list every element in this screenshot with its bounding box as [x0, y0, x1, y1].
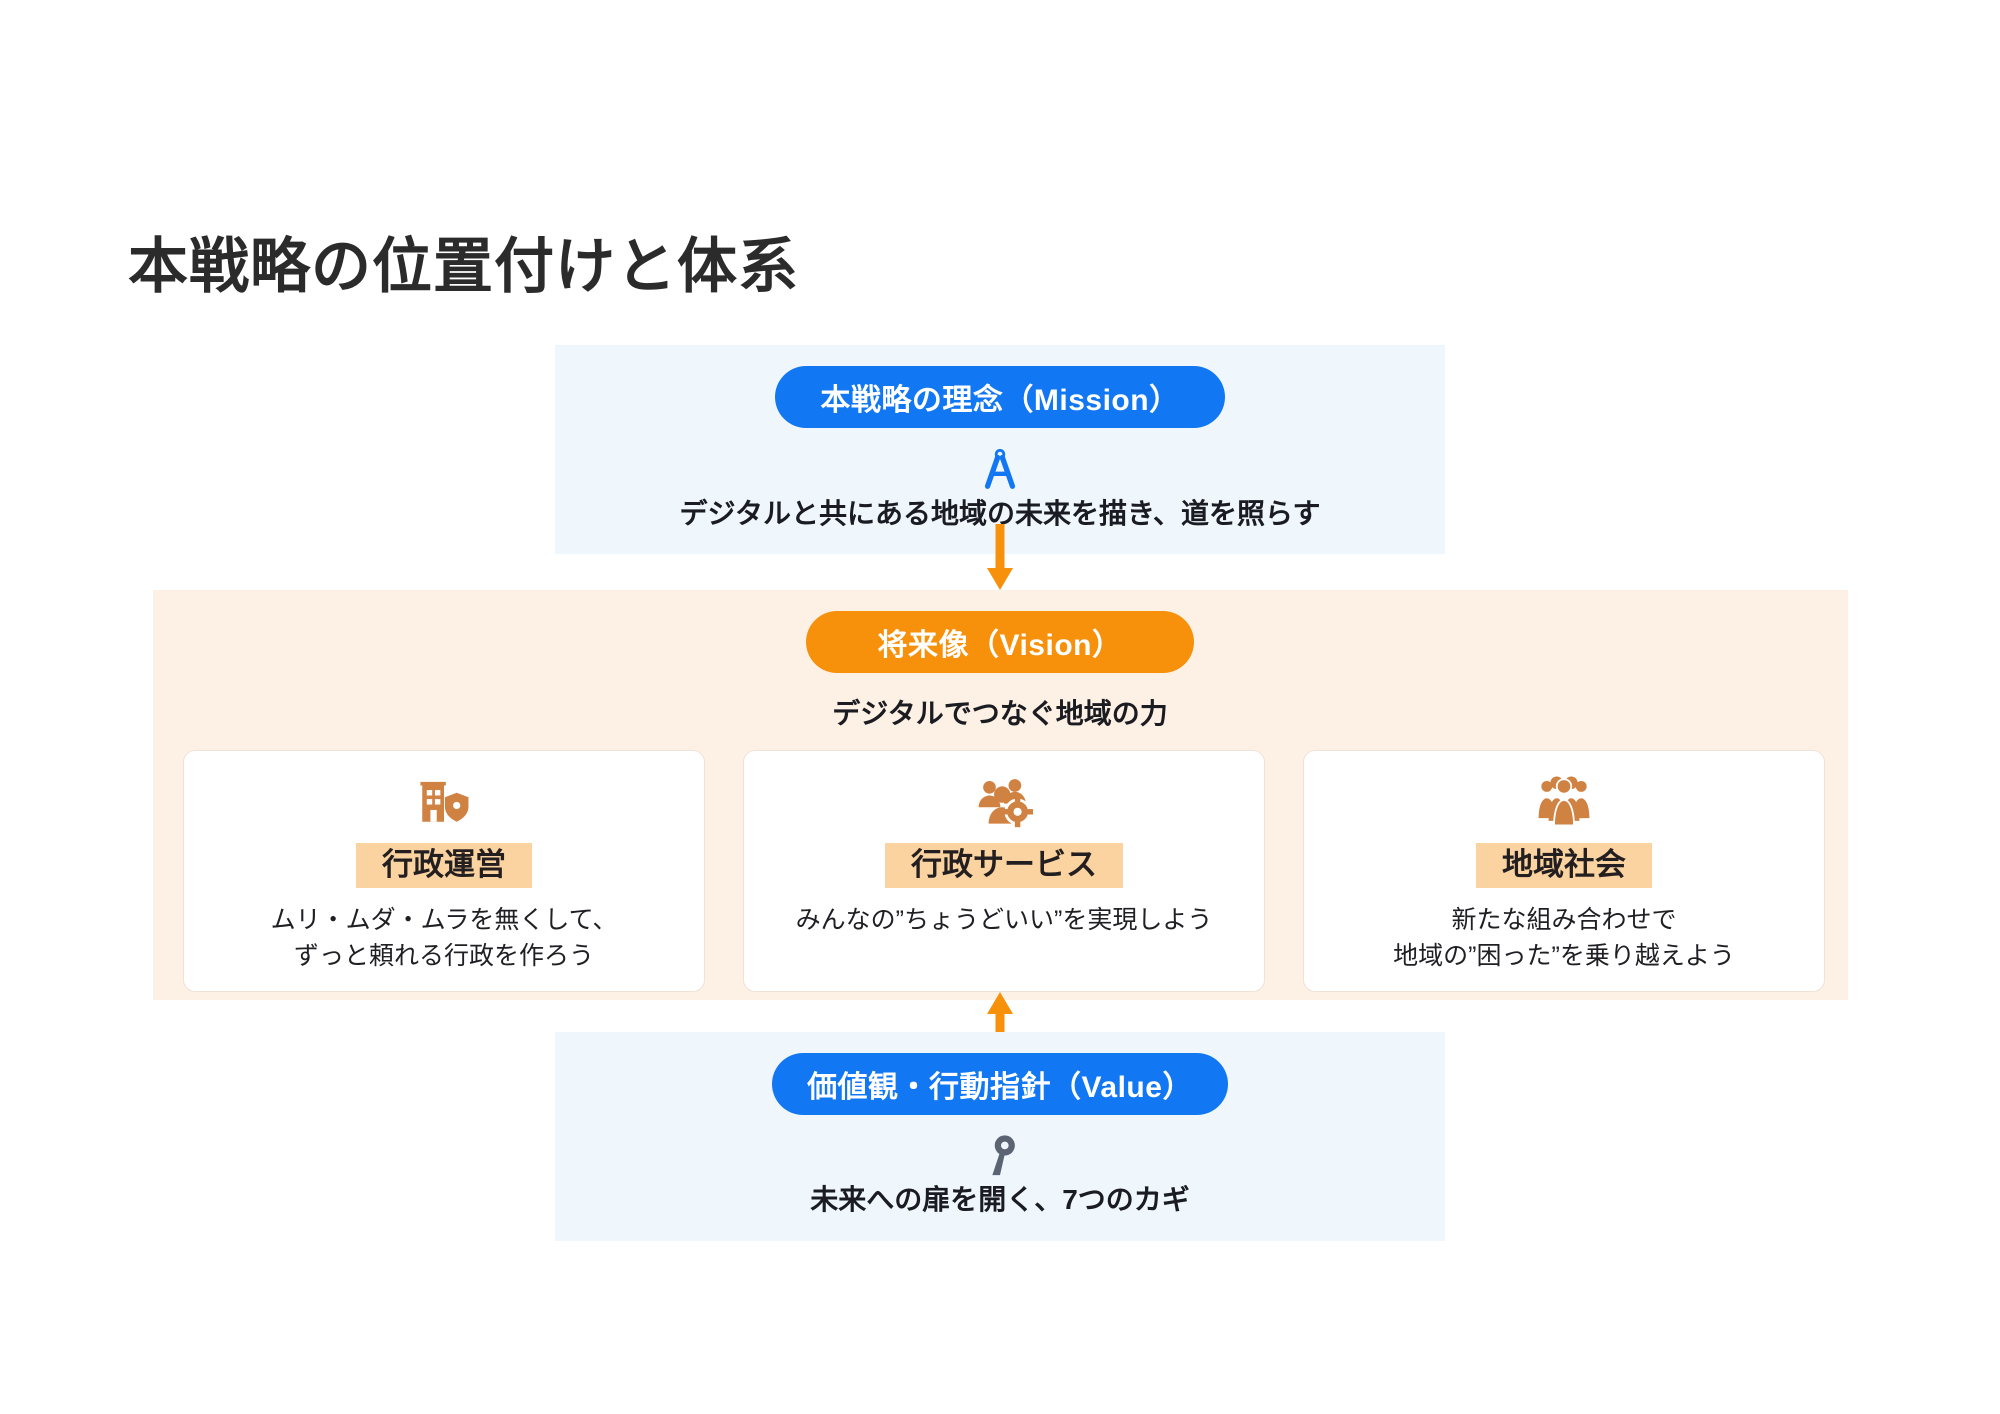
page-title: 本戦略の位置付けと体系: [128, 233, 799, 300]
vision-card-administration-service[interactable]: 行政サービス みんなの”ちょうどいい”を実現しよう: [743, 750, 1265, 992]
building-shield-icon: [420, 781, 469, 822]
arrow-shaft: [995, 524, 1005, 570]
mission-pill[interactable]: 本戦略の理念（Mission）: [775, 366, 1225, 428]
mission-to-vision-arrow: [987, 524, 1013, 592]
vision-card-label: 地域社会: [1476, 843, 1652, 888]
vision-card-label: 行政運営: [356, 843, 532, 888]
arrow-head: [987, 992, 1013, 1014]
arrow-head: [987, 568, 1013, 590]
vision-caption: デジタルでつなぐ地域の力: [832, 698, 1168, 729]
people-gear-icon: [978, 779, 1033, 828]
people-group-icon: [1538, 776, 1590, 827]
value-pill[interactable]: 価値観・行動指針（Value）: [772, 1053, 1228, 1115]
value-caption: 未来への扉を開く、7つのカギ: [810, 1184, 1190, 1215]
vision-card-local-society[interactable]: 地域社会 新たな組み合わせで 地域の”困った”を乗り越えよう: [1303, 750, 1825, 992]
key-icon: [992, 1135, 1015, 1176]
vision-card-administration-operation[interactable]: 行政運営 ムリ・ムダ・ムラを無くして、 ずっと頼れる行政を作ろう: [183, 750, 705, 992]
vision-card-desc: ムリ・ムダ・ムラを無くして、 ずっと頼れる行政を作ろう: [270, 905, 618, 970]
vision-card-label: 行政サービス: [885, 843, 1123, 888]
vision-card-desc: みんなの”ちょうどいい”を実現しよう: [795, 905, 1213, 934]
vision-card-desc: 新たな組み合わせで 地域の”困った”を乗り越えよう: [1393, 905, 1735, 970]
compass-icon: [984, 448, 1016, 489]
vision-pill[interactable]: 将来像（Vision）: [806, 611, 1194, 673]
mission-caption: デジタルと共にある地域の未来を描き、道を照らす: [679, 498, 1321, 529]
